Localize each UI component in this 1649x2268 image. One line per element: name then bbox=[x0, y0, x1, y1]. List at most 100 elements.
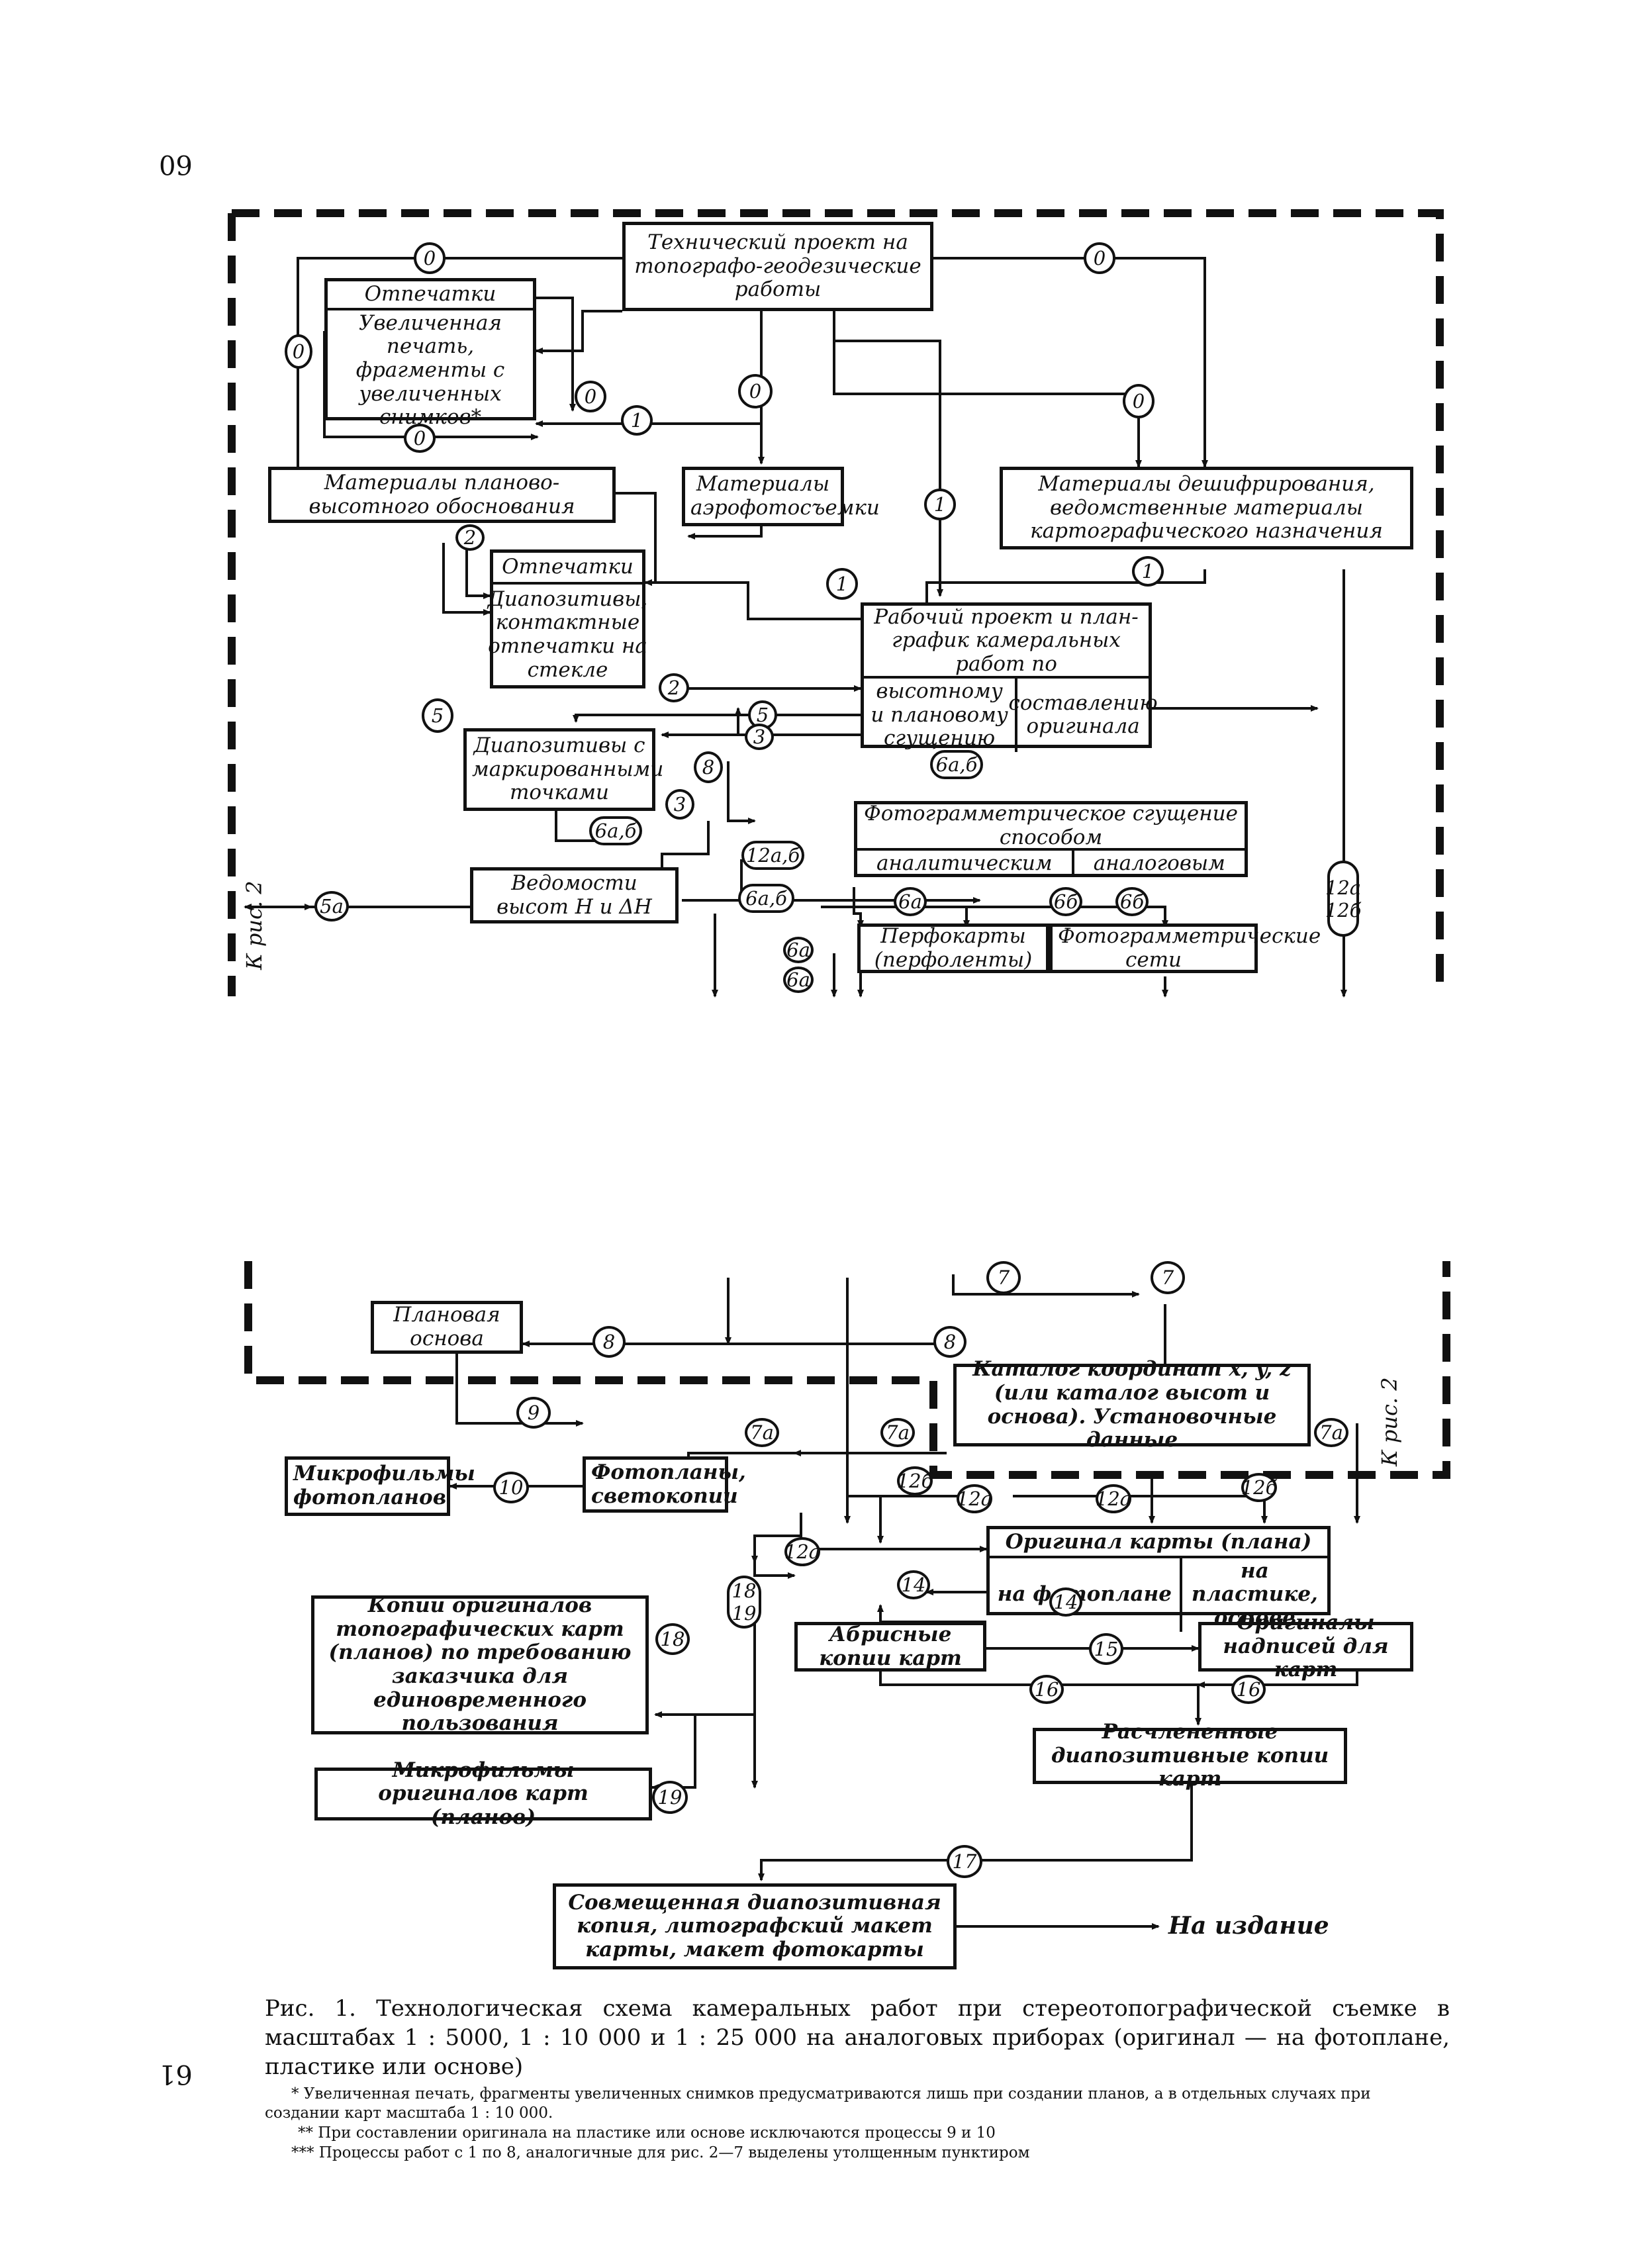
badge-12a: 12а bbox=[957, 1484, 992, 1513]
badge-1: 1 bbox=[1132, 556, 1164, 587]
interp-materials-label: Материалы дешифрирования, ведомственные … bbox=[1030, 472, 1383, 543]
badge-0: 0 bbox=[1123, 384, 1154, 418]
badge-9: 9 bbox=[516, 1397, 551, 1429]
badge-6ab: 6а,б bbox=[738, 884, 794, 913]
badge-0: 0 bbox=[575, 381, 606, 412]
figure-caption: Рис. 1. Технологическая схема камеральны… bbox=[265, 1994, 1450, 2163]
prints-top-header: Отпечатки bbox=[328, 281, 533, 310]
badge-15: 15 bbox=[1089, 1633, 1123, 1665]
split-copies-label: Расчлененные диапозитивные копии карт bbox=[1051, 1720, 1329, 1791]
bottom-dashed-frame bbox=[244, 1261, 1450, 1479]
tech-project-box: Технический проект на топографо-геодезич… bbox=[622, 222, 933, 311]
prints-mid-header: Отпечатки bbox=[493, 553, 642, 585]
heights-list-box: Ведомости высот H и ΔH bbox=[470, 867, 679, 923]
badge-5a: 5а bbox=[314, 891, 349, 921]
photoplans-label: Фотопланы, светокопии bbox=[591, 1460, 746, 1508]
badge-17: 17 bbox=[947, 1845, 982, 1878]
pvo-materials-label: Материалы планово-высотного обоснования bbox=[308, 470, 575, 518]
aerial-materials-label: Материалы аэрофотосъемки bbox=[690, 472, 880, 520]
marked-diapositives-label: Диапозитивы с маркированными точками bbox=[472, 733, 664, 805]
badge-0: 0 bbox=[414, 242, 446, 274]
combined-copy-box: Совмещенная диапозитивная копия, литогра… bbox=[553, 1883, 957, 1969]
badge-12a: 12а bbox=[1096, 1484, 1131, 1513]
badge-3: 3 bbox=[745, 724, 774, 750]
badge-0: 0 bbox=[1084, 242, 1115, 274]
badge-3: 3 bbox=[665, 789, 694, 820]
tech-project-label: Технический проект на топографо-геодезич… bbox=[634, 230, 921, 302]
badge-7a: 7а bbox=[745, 1418, 779, 1447]
output-label: На издание bbox=[1168, 1912, 1329, 1940]
interp-materials-box: Материалы дешифрирования, ведомственные … bbox=[1000, 467, 1413, 549]
badge-8: 8 bbox=[933, 1326, 966, 1358]
photogram-densification-row: аналитическим аналоговым bbox=[857, 851, 1245, 877]
badge-12a-12b: 12а 12б bbox=[1325, 861, 1361, 937]
badge-18: 18 bbox=[655, 1623, 690, 1655]
ref-fig2-left-label: К рис. 2 bbox=[242, 880, 267, 970]
microfilm-photoplans-label: Микрофильмы фотопланов bbox=[293, 1462, 475, 1509]
badge-6ab: 6а,б bbox=[930, 750, 983, 779]
page-number-top: 60 bbox=[159, 149, 193, 179]
heights-list-label: Ведомости высот H и ΔH bbox=[496, 871, 652, 919]
caption-note-2: ** При составлении оригинала на пластике… bbox=[298, 2124, 996, 2142]
photogram-nets-box: Фотограмметрические сети bbox=[1049, 923, 1321, 973]
badge-6b: 6б bbox=[1049, 887, 1082, 916]
pvo-materials-box: Материалы планово-высотного обоснования bbox=[268, 467, 616, 523]
photogram-densification-left: аналитическим bbox=[857, 851, 1074, 877]
badge-8: 8 bbox=[592, 1326, 626, 1358]
caption-note-3: *** Процессы работ с 1 по 8, аналогичные… bbox=[291, 2144, 1030, 2162]
aerial-materials-box: Материалы аэрофотосъемки bbox=[682, 467, 880, 526]
inscription-originals-box: Оригиналы надписей для карт bbox=[1198, 1611, 1413, 1681]
catalog-label: Каталог координат x, y, z (или каталог в… bbox=[972, 1357, 1292, 1452]
prints-mid-body: Диапозитивы, контактные отпечатки на сте… bbox=[487, 587, 648, 682]
badge-7: 7 bbox=[986, 1261, 1021, 1294]
badge-7: 7 bbox=[1151, 1261, 1185, 1294]
map-original-box: Оригинал карты (плана) на фотоплане на п… bbox=[986, 1526, 1331, 1632]
top-dashed-frame bbox=[228, 209, 1444, 996]
catalog-box: Каталог координат x, y, z (или каталог в… bbox=[953, 1357, 1311, 1452]
punch-cards-label: Перфокарты (перфоленты) bbox=[874, 923, 1033, 972]
caption-main: Рис. 1. Технологическая схема камеральны… bbox=[265, 1995, 1450, 2081]
punch-cards-box: Перфокарты (перфоленты) bbox=[857, 923, 1049, 973]
badge-12b: 12б bbox=[897, 1466, 933, 1495]
abris-copies-box: Абрисные копии карт bbox=[794, 1622, 986, 1672]
badge-12b: 12б bbox=[1241, 1473, 1277, 1502]
badge-14: 14 bbox=[897, 1570, 930, 1599]
badge-18-19: 18 19 bbox=[727, 1576, 761, 1629]
ref-fig2-right-label: К рис. 2 bbox=[1377, 1377, 1402, 1466]
photogram-densification-box: Фотограмметрическое сгущение способом ан… bbox=[854, 801, 1248, 877]
badge-7a: 7а bbox=[1314, 1418, 1348, 1447]
badge-1: 1 bbox=[826, 568, 858, 600]
microfilm-originals-label: Микрофильмы оригиналов карт (планов) bbox=[378, 1758, 589, 1829]
badge-12a: 12а bbox=[784, 1537, 820, 1566]
split-copies-box: Расчлененные диапозитивные копии карт bbox=[1033, 1720, 1347, 1791]
prints-top-box: Отпечатки Увеличенная печать, фрагменты … bbox=[324, 278, 536, 429]
badge-14: 14 bbox=[1049, 1587, 1082, 1617]
abris-copies-label: Абрисные копии карт bbox=[819, 1622, 962, 1670]
badge-6b: 6б bbox=[1115, 887, 1149, 916]
badge-1: 1 bbox=[621, 405, 653, 436]
map-original-left: на фотоплане bbox=[990, 1558, 1182, 1632]
badge-6ab: 6а,б bbox=[589, 816, 642, 845]
badge-0: 0 bbox=[738, 374, 773, 408]
combined-copy-label: Совмещенная диапозитивная копия, литогра… bbox=[568, 1890, 941, 1961]
work-project-right: составлению оригинала bbox=[1008, 690, 1158, 739]
badge-0: 0 bbox=[404, 424, 436, 453]
badge-2: 2 bbox=[455, 524, 485, 551]
badge-6a: 6а bbox=[894, 887, 927, 916]
map-original-header: Оригинал карты (плана) bbox=[990, 1529, 1327, 1558]
badge-16: 16 bbox=[1231, 1675, 1266, 1704]
work-project-header: Рабочий проект и план-график камеральных… bbox=[864, 605, 1149, 679]
badge-7a: 7а bbox=[880, 1418, 915, 1447]
badge-19: 19 bbox=[652, 1781, 688, 1814]
copies-originals-label: Копии оригиналов топографических карт (п… bbox=[328, 1593, 632, 1736]
badge-16: 16 bbox=[1029, 1675, 1064, 1704]
page-number-bottom: 61 bbox=[159, 2059, 193, 2089]
photogram-densification-right: аналоговым bbox=[1093, 851, 1225, 875]
badge-0: 0 bbox=[285, 334, 312, 369]
work-project-row: высотному и плановому сгущению составлен… bbox=[864, 679, 1158, 752]
photoplans-box: Фотопланы, светокопии bbox=[583, 1456, 746, 1513]
marked-diapositives-box: Диапозитивы с маркированными точками bbox=[463, 728, 664, 811]
prints-mid-box: Отпечатки Диапозитивы, контактные отпеча… bbox=[487, 549, 648, 688]
plan-base-label: Плановая основа bbox=[393, 1303, 500, 1350]
work-project-left: высотному и плановому сгущению bbox=[864, 679, 1018, 752]
